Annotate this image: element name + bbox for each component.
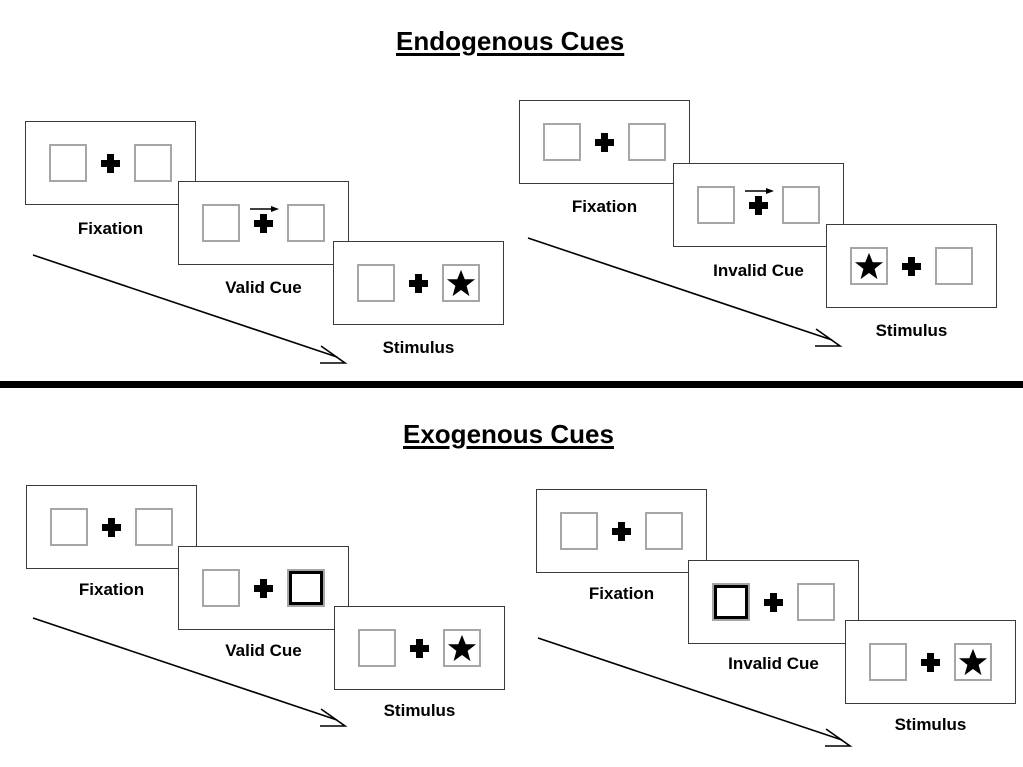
caption-exogenous-invalid-stimulus: Stimulus (894, 715, 967, 734)
exogenous-invalid-time-arrow (537, 637, 853, 747)
fixation-center (612, 512, 631, 550)
panel-exogenous-invalid-stimulus (845, 620, 1016, 704)
caption-endogenous-invalid-stimulus: Stimulus (875, 321, 948, 340)
left-box (850, 247, 888, 285)
right-box (935, 247, 973, 285)
fixation-plus-icon (254, 578, 273, 598)
section-title-exogenous: Exogenous Cues (403, 419, 614, 449)
right-box (645, 512, 683, 550)
right-box (628, 123, 666, 161)
left-box (560, 512, 598, 550)
fixation-plus-icon (595, 132, 614, 152)
panel-content (335, 607, 504, 689)
caption-endogenous-valid-cue: Valid Cue (225, 278, 302, 297)
left-box (543, 123, 581, 161)
right-box (954, 643, 992, 681)
fixation-center (764, 583, 783, 621)
fixation-center (410, 629, 429, 667)
left-box (357, 264, 395, 302)
fixation-plus-icon (409, 273, 428, 293)
right-box (443, 629, 481, 667)
right-box (134, 144, 172, 182)
panel-content (334, 242, 503, 324)
left-box (202, 569, 240, 607)
star-target-icon (447, 634, 477, 662)
panel-content (689, 561, 858, 643)
fixation-center (745, 186, 774, 224)
right-box (287, 204, 325, 242)
caption-endogenous-valid-fixation: Fixation (77, 219, 144, 238)
section-divider (0, 381, 1023, 388)
right-box (442, 264, 480, 302)
left-box (50, 508, 88, 546)
panel-content (827, 225, 996, 307)
star-target-icon (958, 648, 988, 676)
section-title-endogenous: Endogenous Cues (396, 26, 625, 56)
right-box (797, 583, 835, 621)
star-target-icon (854, 252, 884, 280)
fixation-center (409, 264, 428, 302)
arrow-cue-right-icon (250, 206, 279, 212)
fixation-center (101, 144, 120, 182)
fixation-plus-icon (612, 521, 631, 541)
panel-content (674, 164, 843, 246)
panel-content (179, 182, 348, 264)
fixation-plus-icon (921, 652, 940, 672)
fixation-center (595, 123, 614, 161)
fixation-center (102, 508, 121, 546)
fixation-plus-icon (410, 638, 429, 658)
caption-endogenous-invalid-cue: Invalid Cue (713, 261, 804, 280)
fixation-center (254, 569, 273, 607)
fixation-plus-icon (254, 213, 273, 233)
panel-content (179, 547, 348, 629)
right-box-cued (287, 569, 325, 607)
star-target-icon (446, 269, 476, 297)
panel-exogenous-valid-fixation (26, 485, 197, 569)
left-box-cued (712, 583, 750, 621)
left-box (697, 186, 735, 224)
fixation-center (250, 204, 279, 242)
caption-endogenous-invalid-fixation: Fixation (571, 197, 638, 216)
panel-endogenous-invalid-cue (673, 163, 844, 247)
fixation-plus-icon (101, 153, 120, 173)
panel-endogenous-valid-stimulus (333, 241, 504, 325)
left-box (49, 144, 87, 182)
caption-exogenous-invalid-fixation: Fixation (588, 584, 655, 603)
panel-content (520, 101, 689, 183)
caption-exogenous-valid-stimulus: Stimulus (383, 701, 456, 720)
caption-exogenous-valid-cue: Valid Cue (225, 641, 302, 660)
fixation-plus-icon (102, 517, 121, 537)
panel-endogenous-valid-cue (178, 181, 349, 265)
panel-exogenous-valid-cue (178, 546, 349, 630)
caption-endogenous-valid-stimulus: Stimulus (382, 338, 455, 357)
panel-content (26, 122, 195, 204)
caption-exogenous-invalid-cue: Invalid Cue (728, 654, 819, 673)
panel-exogenous-invalid-fixation (536, 489, 707, 573)
left-box (358, 629, 396, 667)
panel-exogenous-invalid-cue (688, 560, 859, 644)
fixation-center (921, 643, 940, 681)
right-box (782, 186, 820, 224)
fixation-plus-icon (749, 195, 768, 215)
panel-content (846, 621, 1015, 703)
fixation-plus-icon (902, 256, 921, 276)
panel-endogenous-invalid-stimulus (826, 224, 997, 308)
fixation-plus-icon (764, 592, 783, 612)
panel-exogenous-valid-stimulus (334, 606, 505, 690)
left-box (202, 204, 240, 242)
panel-endogenous-invalid-fixation (519, 100, 690, 184)
panel-endogenous-valid-fixation (25, 121, 196, 205)
arrow-cue-right-icon (745, 188, 774, 194)
caption-exogenous-valid-fixation: Fixation (78, 580, 145, 599)
left-box (869, 643, 907, 681)
panel-content (537, 490, 706, 572)
right-box (135, 508, 173, 546)
fixation-center (902, 247, 921, 285)
panel-content (27, 486, 196, 568)
